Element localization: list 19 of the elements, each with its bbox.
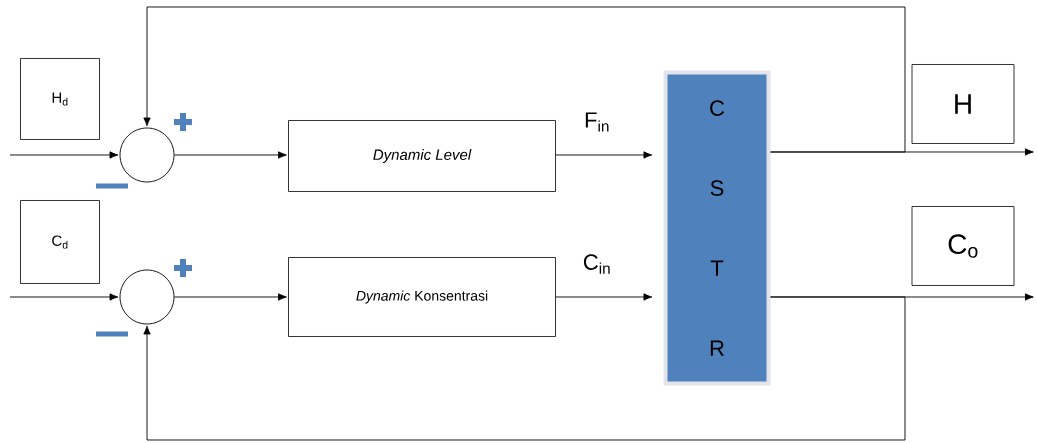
arrow xyxy=(555,151,653,159)
setpoint-box: H$_{d}$ xyxy=(20,58,100,140)
process-box: Dynamic Level xyxy=(288,120,556,192)
arrow xyxy=(555,293,653,301)
process-box: Dynamic Konsentrasi xyxy=(288,257,556,337)
summing-junction xyxy=(119,127,175,183)
edge-label: F$_{in}$ xyxy=(585,112,609,132)
arrow xyxy=(174,151,287,159)
summing-junction xyxy=(119,269,175,325)
arrow xyxy=(143,6,906,153)
arrow xyxy=(174,293,287,301)
arrow xyxy=(143,296,906,441)
edge-label: C$_{in}$ xyxy=(583,254,610,274)
arrow xyxy=(9,293,119,301)
arrow xyxy=(9,151,119,159)
setpoint-box: C$_{d}$ xyxy=(20,200,100,284)
output-box: H xyxy=(911,64,1015,144)
reactor-box: C S T R xyxy=(663,70,771,386)
output-box: C$_{o}$ xyxy=(911,206,1015,286)
